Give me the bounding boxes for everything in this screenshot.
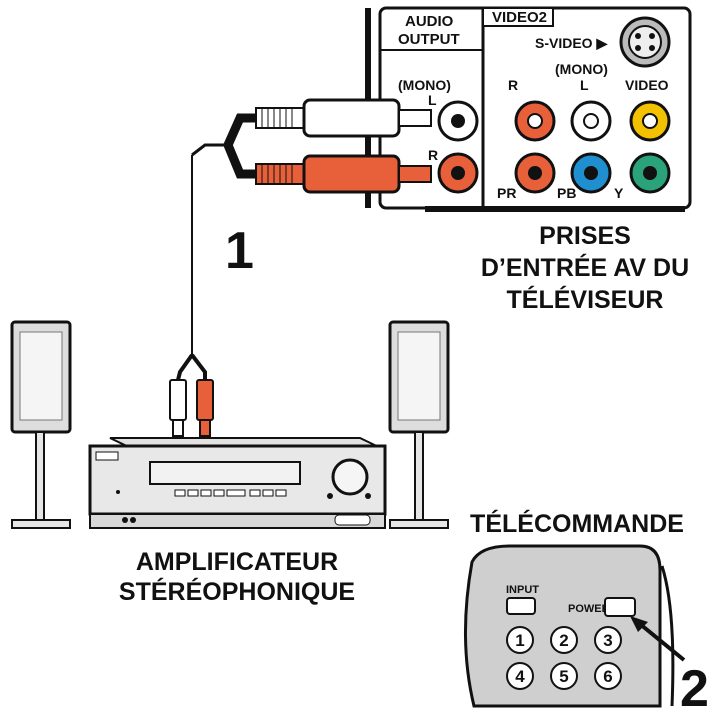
video2-label: VIDEO2 [492,9,547,26]
pb-label: PB [557,185,576,201]
remote-power-label: POWER [568,603,610,615]
audio-out-left-jack [437,100,479,142]
tv-inputs-label-2: D’ENTRÉE AV DU [481,253,689,282]
pr-label: PR [497,185,516,201]
audio-out-right-jack [437,152,479,194]
amplifier-label-2: STÉRÉOPHONIQUE [119,577,355,606]
r-label-audio: R [428,147,438,163]
remote-input-label: INPUT [506,584,539,596]
video2-audio-r-jack [514,100,556,142]
y-label: Y [614,185,624,201]
mono-label-audio: (MONO) [398,77,451,93]
component-pr-jack [514,152,556,194]
tv-inputs-label-1: PRISES [539,222,631,250]
remote-button-5[interactable] [550,662,578,690]
power-pointer-arrow [630,616,686,662]
step-2-number: 2 [680,660,709,712]
remote-control: INPUT POWER 1 2 3 4 5 6 [463,544,675,708]
remote-power-button[interactable] [604,597,636,617]
svideo-label: S-VIDEO ▶ [535,35,608,51]
remote-button-label: 5 [559,667,568,686]
tv-inputs-label-3: TÉLÉVISEUR [507,285,664,314]
svideo-jack [619,16,671,68]
remote-button-2[interactable] [550,626,578,654]
audio-output-label-2: OUTPUT [398,31,460,48]
l-label-audio: L [428,92,437,108]
mono-label-video2: (MONO) [555,61,608,77]
right-speaker [388,320,450,529]
step-1-number: 1 [225,222,254,280]
r-label-video2: R [508,77,518,93]
video2-video-jack [629,100,671,142]
stereo-amplifier [88,437,387,529]
rca-audio-cable [169,98,432,437]
audio-output-label: AUDIO [405,13,454,30]
amplifier-label-1: AMPLIFICATEUR [136,548,338,576]
tv-av-input-panel: AUDIO OUTPUT VIDEO2 S-VIDEO ▶ (MONO) L R… [365,6,692,212]
left-speaker [10,320,72,529]
remote-button-1[interactable] [506,626,534,654]
remote-button-4[interactable] [506,662,534,690]
remote-button-label: 4 [515,667,525,686]
remote-button-label: 6 [603,667,612,686]
remote-label: TÉLÉCOMMANDE [470,509,684,538]
component-y-jack [629,152,671,194]
remote-button-6[interactable] [594,662,622,690]
remote-button-3[interactable] [594,626,622,654]
component-pb-jack [570,152,612,194]
video-label: VIDEO [625,77,669,93]
remote-button-label: 2 [559,631,568,650]
remote-input-button[interactable] [506,597,536,615]
remote-button-label: 3 [603,631,612,650]
video2-audio-l-jack [570,100,612,142]
remote-button-label: 1 [515,631,524,650]
l-label-video2: L [580,77,589,93]
